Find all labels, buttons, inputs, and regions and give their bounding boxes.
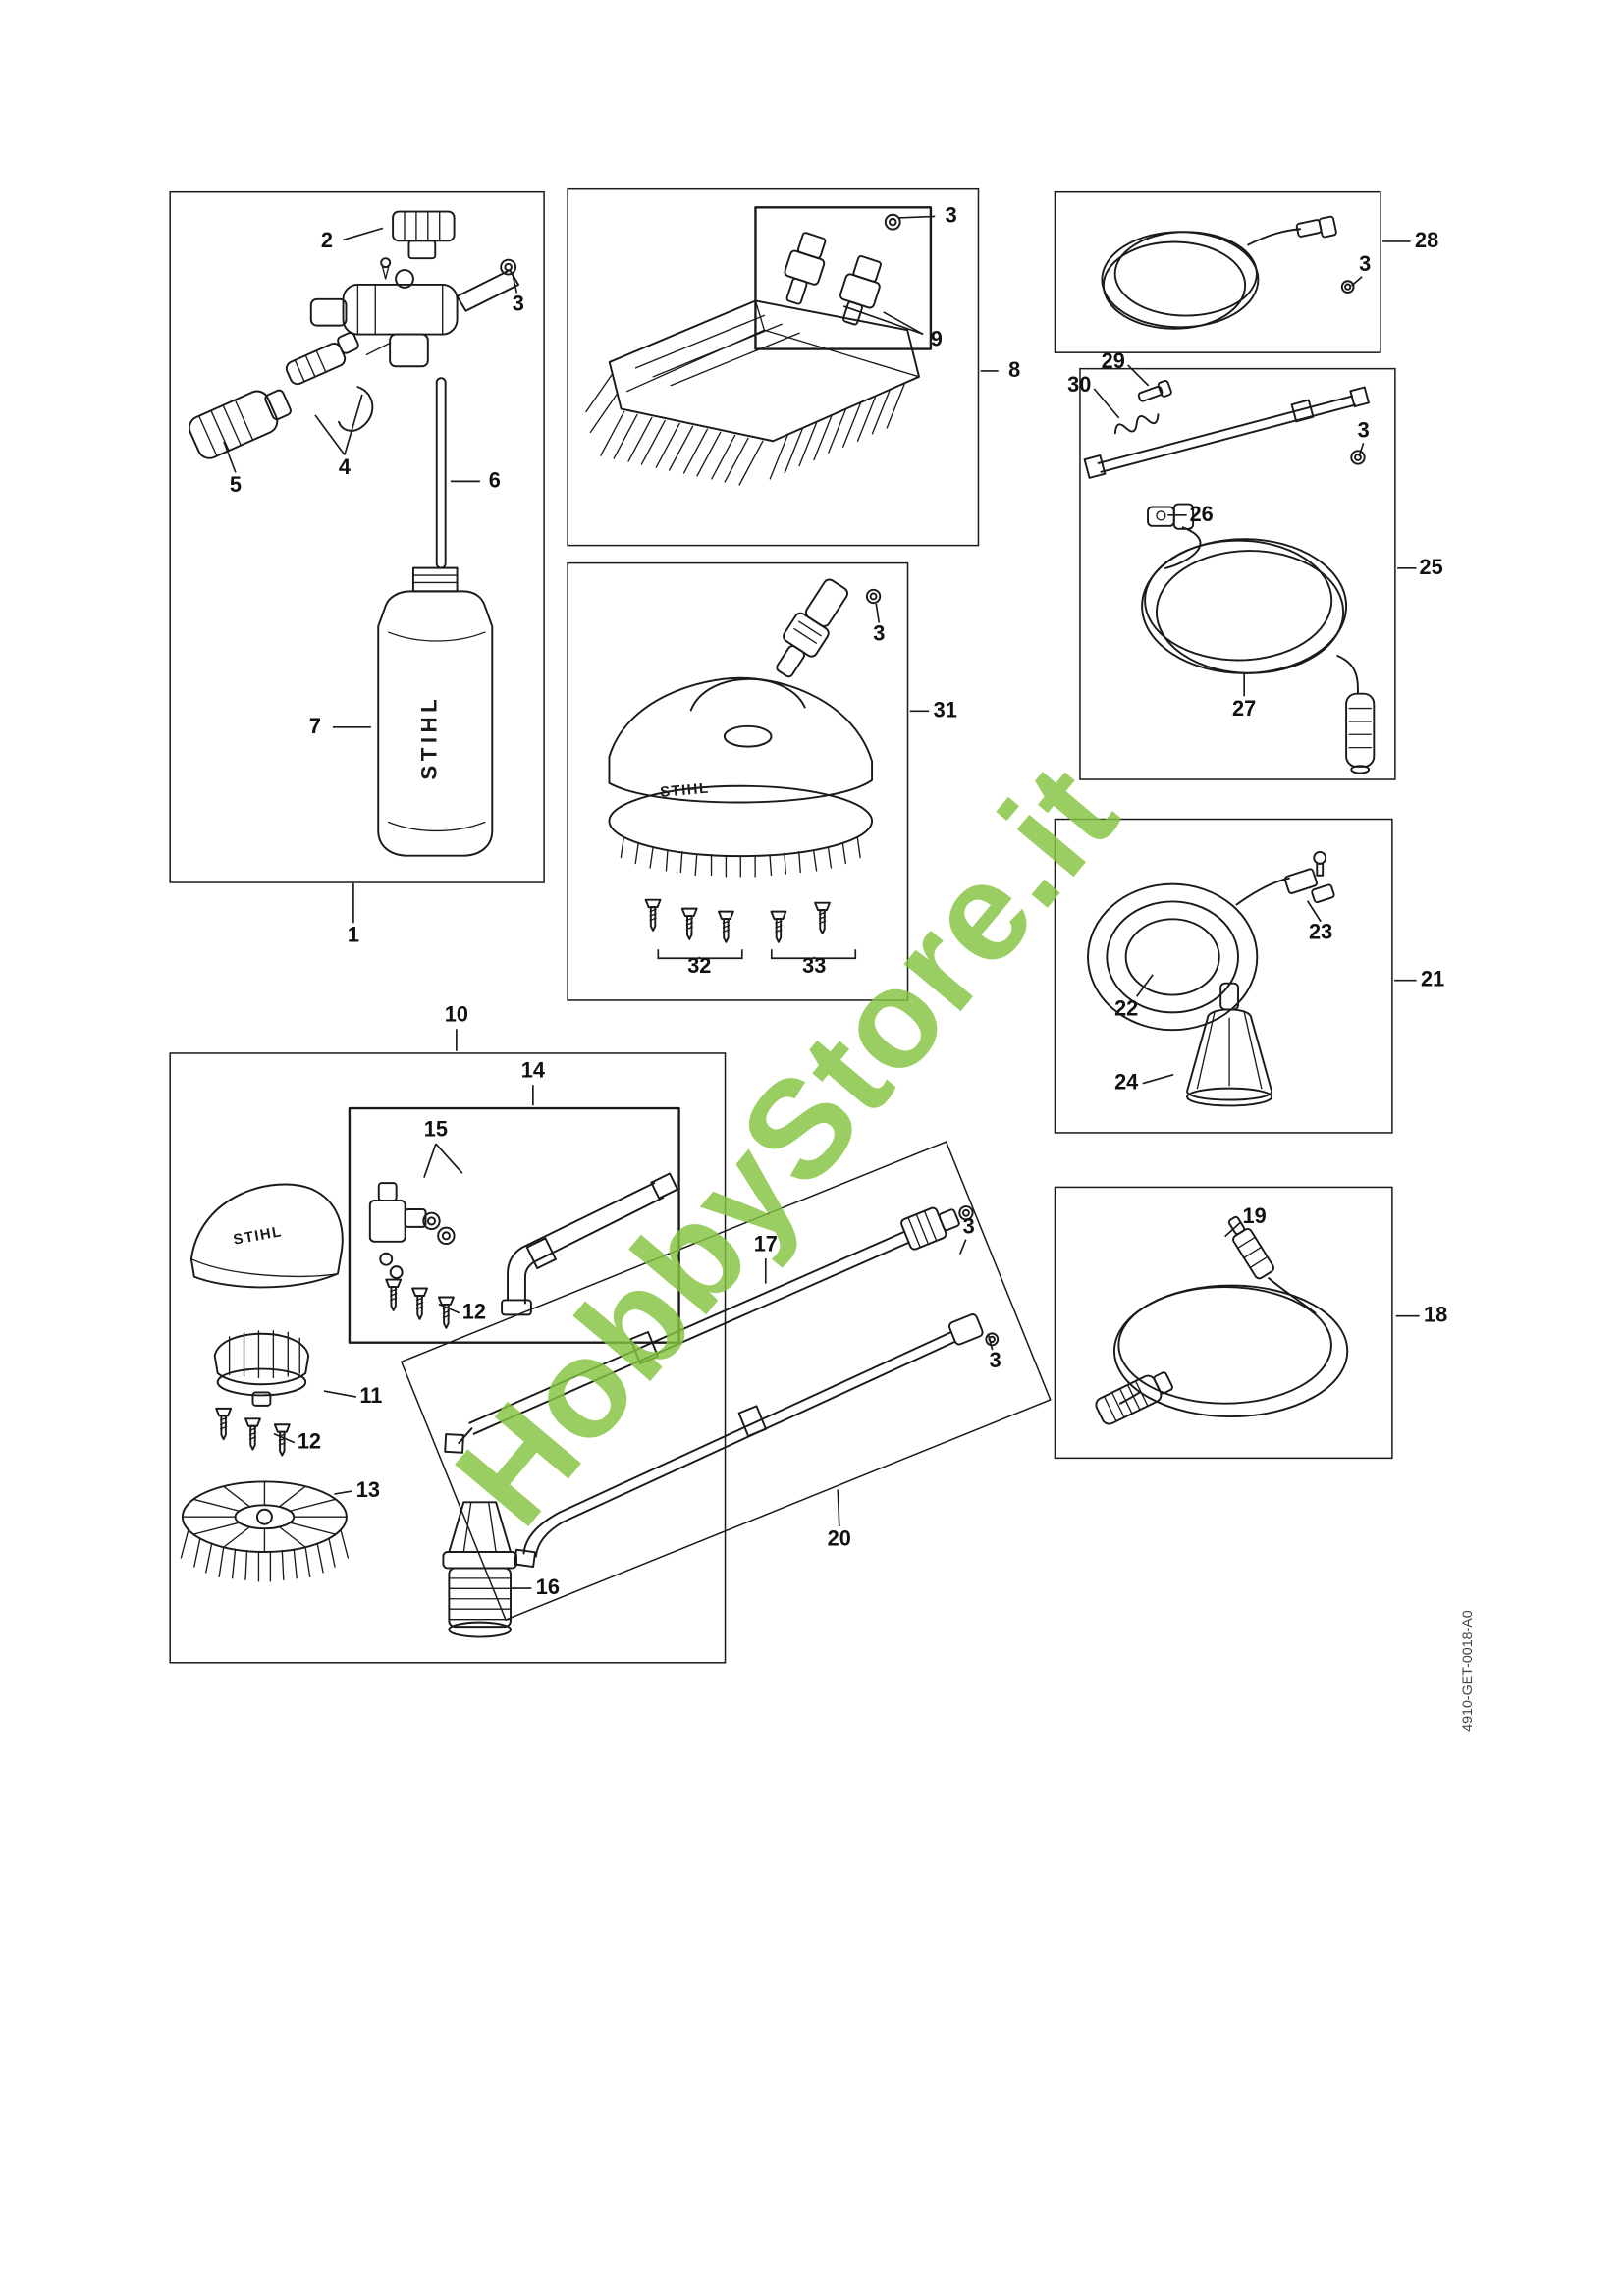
part-label-4: 4 <box>338 455 351 480</box>
part-label-25: 25 <box>1419 556 1443 580</box>
part-label-32: 32 <box>687 955 712 980</box>
part-label-21: 21 <box>1421 968 1445 992</box>
part-label-3: 3 <box>989 1350 1001 1374</box>
part-label-27: 27 <box>1232 697 1257 721</box>
part-label-22: 22 <box>1114 997 1139 1022</box>
part-label-3: 3 <box>1357 419 1370 444</box>
part-label-1: 1 <box>347 924 359 948</box>
part-label-23: 23 <box>1309 921 1333 945</box>
part-label-17: 17 <box>753 1233 778 1257</box>
part-label-16: 16 <box>535 1576 560 1601</box>
part-label-3: 3 <box>1359 252 1372 277</box>
part-label-15: 15 <box>423 1118 448 1143</box>
part-label-11: 11 <box>359 1385 383 1410</box>
part-label-3: 3 <box>873 622 886 647</box>
part-label-18: 18 <box>1424 1304 1448 1328</box>
part-label-8: 8 <box>1008 358 1021 383</box>
part-label-29: 29 <box>1101 349 1125 374</box>
part-label-19: 19 <box>1242 1205 1267 1230</box>
part-label-30: 30 <box>1067 373 1092 398</box>
document-code: 4910-GET-0018-A0 <box>1459 1610 1477 1732</box>
part-label-5: 5 <box>229 473 242 498</box>
part-label-12: 12 <box>297 1430 322 1455</box>
part-label-26: 26 <box>1189 503 1214 527</box>
part-label-9: 9 <box>930 328 943 352</box>
part-label-28: 28 <box>1415 229 1439 253</box>
part-label-3: 3 <box>962 1215 975 1240</box>
part-label-33: 33 <box>802 955 827 980</box>
part-label-12: 12 <box>461 1301 486 1325</box>
part-label-14: 14 <box>520 1059 545 1084</box>
part-label-7: 7 <box>308 715 321 739</box>
part-label-20: 20 <box>827 1527 851 1552</box>
part-label-13: 13 <box>355 1479 381 1504</box>
part-label-6: 6 <box>488 469 501 494</box>
part-label-2: 2 <box>320 229 333 253</box>
part-label-10: 10 <box>444 1003 468 1028</box>
part-label-3: 3 <box>512 293 524 317</box>
part-label-3: 3 <box>945 204 957 229</box>
part-label-31: 31 <box>933 699 957 723</box>
part-label-24: 24 <box>1114 1071 1139 1095</box>
